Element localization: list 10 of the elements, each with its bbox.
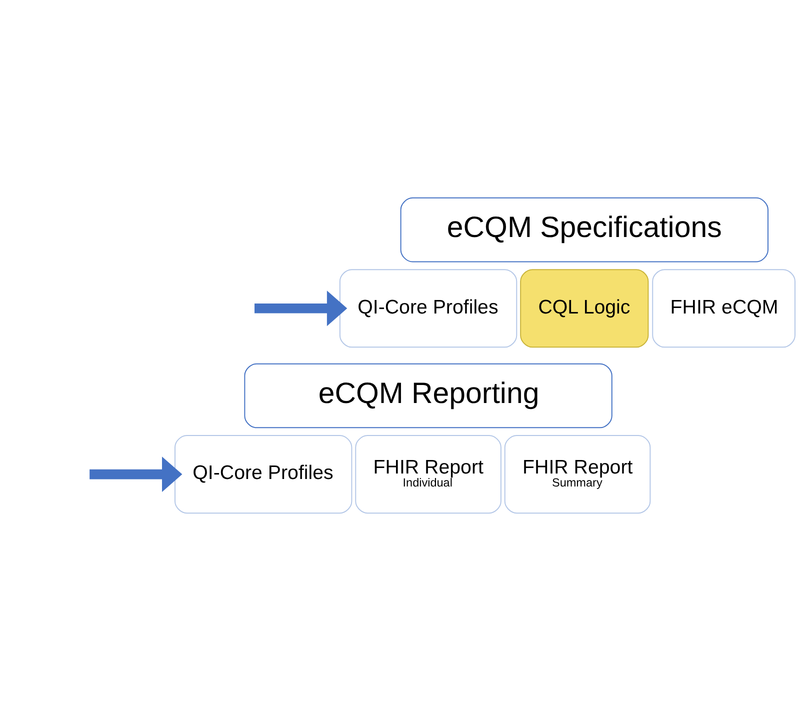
node-box: QI-Core Profiles	[174, 435, 352, 514]
node-box: FHIR eCQM	[652, 269, 796, 348]
arrow	[254, 290, 348, 326]
node-box: eCQM Reporting	[244, 363, 612, 428]
node-box: CQL Logic	[520, 269, 649, 348]
node-box: FHIR Report Individual	[355, 435, 502, 514]
arrow	[90, 456, 182, 492]
node-box: eCQM Specifications	[400, 197, 768, 262]
node-box: FHIR Report Summary	[504, 435, 651, 514]
node-box: QI-Core Profiles	[339, 269, 518, 348]
